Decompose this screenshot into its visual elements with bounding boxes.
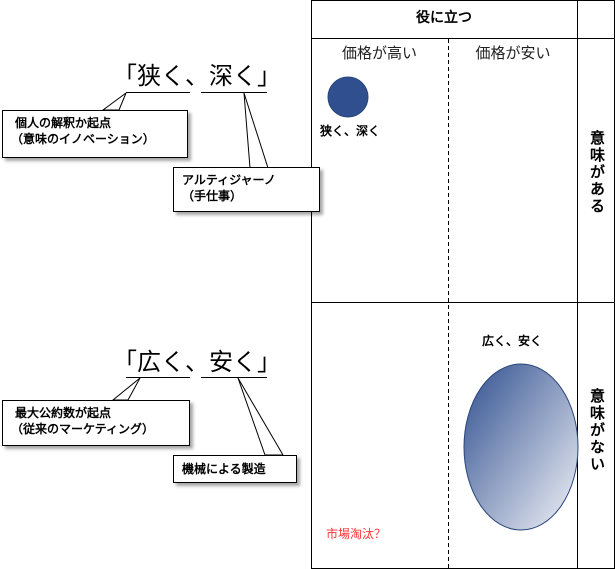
row-meaningful: 意味がある xyxy=(588,130,606,215)
callout-personal-interpretation: 個人の解釈か起点 （意味のイノベーション） xyxy=(2,110,188,158)
narrow-deep-circle xyxy=(327,76,369,118)
bottom-right-pointer-b xyxy=(237,377,284,456)
top-left-pointer-b xyxy=(118,92,127,111)
column-high-price: 価格が高い xyxy=(341,44,417,62)
bottom-left-pointer xyxy=(111,377,141,401)
top-right-pointer-b xyxy=(243,92,269,169)
row-not-meaningful: 意味がない xyxy=(588,388,606,473)
bottom-left-pointer-b xyxy=(127,377,141,401)
column-low-price: 価格が安い xyxy=(475,44,551,62)
matrix-header: 役に立つ xyxy=(416,10,472,26)
wide-cheap-ellipse xyxy=(463,363,579,531)
callout-text: （手仕事） xyxy=(182,189,243,203)
bottom-concept-heading: 「広く、安く」 xyxy=(113,348,281,376)
callout-greatest-common-divisor: 最大公約数が起点 （従来のマーケティング） xyxy=(2,400,190,446)
callout-text: 最大公約数が起点 xyxy=(15,406,112,420)
wide-cheap-label: 広く、安く xyxy=(482,334,543,348)
top-concept-heading: 「狭く、深く」 xyxy=(113,62,281,90)
callout-text: 個人の解釈か起点 xyxy=(15,116,112,130)
callout-machine-manufacturing: 機械による製造 xyxy=(173,455,297,483)
callout-text: 機械による製造 xyxy=(182,462,266,476)
callout-text: アルティジャーノ xyxy=(182,173,276,187)
callout-artigiano: アルティジャーノ （手仕事） xyxy=(173,167,320,212)
narrow-deep-label: 狭く、深く xyxy=(320,124,381,138)
callout-text: （意味のイノベーション） xyxy=(11,132,155,146)
callout-text: （従来のマーケティング） xyxy=(11,422,155,436)
market-elimination-note: 市場淘汰？ xyxy=(326,527,387,541)
